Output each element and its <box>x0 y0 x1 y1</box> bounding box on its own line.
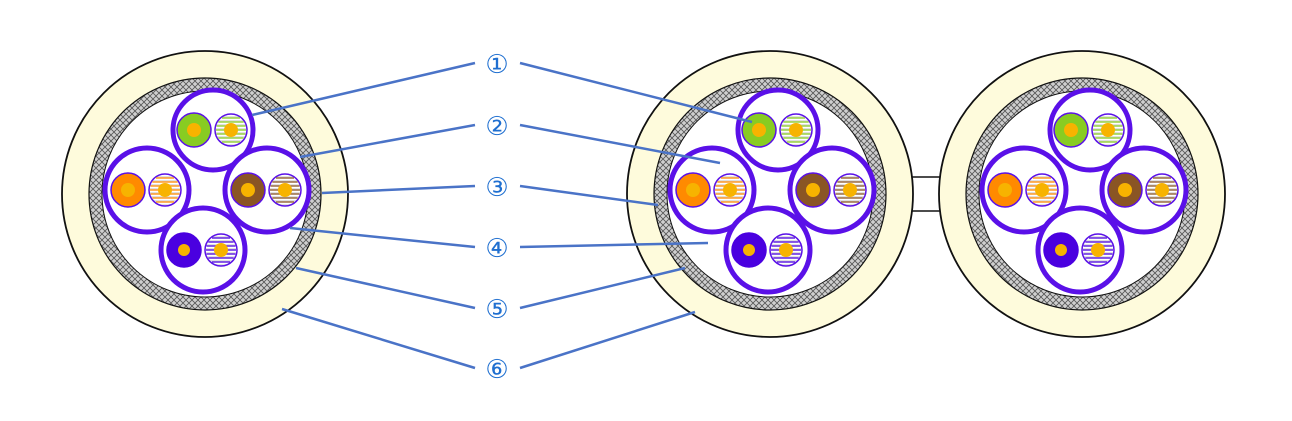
conductor-core <box>214 243 228 257</box>
twisted-pair-bottom <box>158 205 248 295</box>
twisted-pair-bottom <box>1035 205 1125 295</box>
pair-shield <box>1047 87 1133 173</box>
pair-shield <box>723 205 813 295</box>
marker-5: ⑤ <box>485 295 508 325</box>
marker-1: ① <box>485 50 508 80</box>
twisted-pair-left <box>667 145 757 235</box>
pair-shield <box>667 145 757 235</box>
marker-2: ② <box>485 112 508 142</box>
pair-shield <box>158 205 248 295</box>
twisted-pair-right <box>222 145 312 235</box>
conductor-core <box>158 183 172 197</box>
pair-shield <box>102 145 192 235</box>
conductor-core <box>1155 183 1169 197</box>
leader-6-left <box>281 307 476 370</box>
conductor-core <box>178 244 190 256</box>
conductor-core <box>1091 243 1105 257</box>
pair-shield <box>222 145 312 235</box>
single-cable <box>61 50 349 338</box>
twisted-pair-bottom <box>723 205 813 295</box>
leader-5-right <box>519 266 686 310</box>
marker-3: ③ <box>485 173 508 203</box>
conductor-core <box>1118 183 1132 197</box>
twisted-pair-left <box>102 145 192 235</box>
twisted-pair-top <box>735 87 821 173</box>
conductor-core <box>723 183 737 197</box>
pair-shield <box>1035 205 1125 295</box>
leader-1-right <box>519 61 753 124</box>
leader-4-left <box>289 226 476 249</box>
conductor-core <box>241 183 255 197</box>
leader-3-right <box>519 184 659 207</box>
conductor-core <box>752 123 766 137</box>
conductor-core <box>686 183 700 197</box>
leader-6-right <box>519 310 696 370</box>
markers: ① ② ③ ④ ⑤ ⑥ <box>485 50 508 385</box>
conductor-core <box>1101 123 1115 137</box>
conductor-core <box>789 123 803 137</box>
conductor-core <box>187 123 201 137</box>
leader-4-right <box>519 241 709 249</box>
conductor-core <box>121 183 135 197</box>
conductor-core <box>278 183 292 197</box>
leader-5-left <box>295 266 476 310</box>
conductor-core <box>1055 244 1067 256</box>
dual-cable-left <box>626 50 914 338</box>
leader-1-left <box>251 61 476 117</box>
conductor-core <box>224 123 238 137</box>
conductor-core <box>806 183 820 197</box>
twisted-pair-left <box>979 145 1069 235</box>
marker-6: ⑥ <box>485 355 508 385</box>
pair-shield <box>170 87 256 173</box>
leader-2-left <box>299 123 476 159</box>
pair-shield <box>735 87 821 173</box>
conductor-core <box>1035 183 1049 197</box>
twisted-pair-right <box>787 145 877 235</box>
conductor-core <box>1064 123 1078 137</box>
leader-2-right <box>519 123 721 165</box>
dual-cable-right <box>938 50 1226 338</box>
pair-shield <box>787 145 877 235</box>
twisted-pair-right <box>1099 145 1189 235</box>
pair-shield <box>1099 145 1189 235</box>
conductor-core <box>998 183 1012 197</box>
twisted-pair-top <box>170 87 256 173</box>
pair-shield <box>979 145 1069 235</box>
twisted-pair-top <box>1047 87 1133 173</box>
cable-web-connector <box>912 176 942 212</box>
leader-lines <box>251 61 753 370</box>
conductor-core <box>743 244 755 256</box>
marker-4: ④ <box>485 234 508 264</box>
conductor-core <box>779 243 793 257</box>
leader-3-left <box>321 184 476 195</box>
conductor-core <box>843 183 857 197</box>
